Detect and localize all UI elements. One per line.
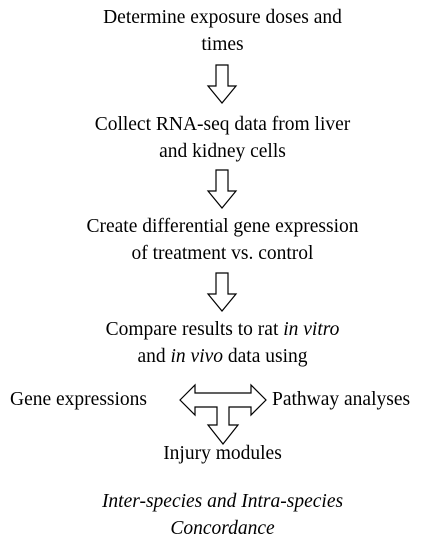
step-2-line-1: Collect RNA-seq data from liver	[94, 114, 351, 135]
step-4-line-1-text: Compare results to rat	[105, 319, 284, 340]
three-way-arrow-icon	[179, 383, 267, 445]
conclusion-line-2-text: Concordance	[170, 518, 275, 539]
step-4-in-vitro: in vitro	[283, 319, 340, 340]
conclusion-line-1: Inter-species and Intra-species	[0, 490, 445, 514]
step-4-line-1: Compare results to rat in vitro	[0, 318, 445, 342]
step-4-line-2-text-a: and	[137, 346, 171, 367]
branch-gene-expressions: Gene expressions	[10, 389, 148, 410]
branch-injury-modules: Injury modules	[163, 443, 282, 464]
step-3-line-2: of treatment vs. control	[131, 243, 314, 264]
conclusion-line-2: Concordance	[0, 517, 445, 541]
hollow-down-arrow-icon	[206, 272, 238, 312]
hollow-down-arrow-icon	[206, 169, 238, 209]
hollow-down-arrow-icon	[206, 64, 238, 104]
step-4-in-vivo: in vivo	[170, 346, 224, 367]
step-2-line-2: and kidney cells	[159, 141, 286, 162]
step-4-line-2: and in vivo data using	[0, 345, 445, 369]
branch-pathway-analyses: Pathway analyses	[272, 389, 411, 410]
step-3-line-1: Create differential gene expression	[86, 216, 359, 237]
step-4-line-2-text-c: data using	[223, 346, 308, 367]
step-1-line-2: times	[201, 34, 244, 55]
conclusion-line-1-text: Inter-species and Intra-species	[101, 491, 344, 512]
step-1-line-1: Determine exposure doses and	[103, 7, 342, 28]
